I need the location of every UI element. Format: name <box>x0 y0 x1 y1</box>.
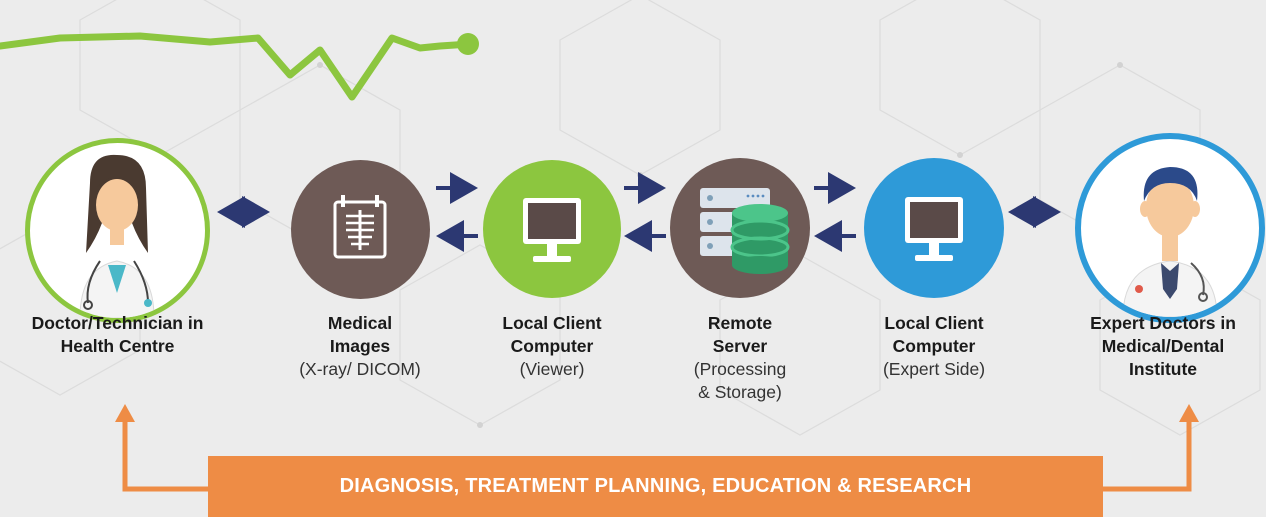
node-local-client-viewer <box>483 160 621 298</box>
node-expert-doctors <box>1075 133 1265 323</box>
outcome-banner: DIAGNOSIS, TREATMENT PLANNING, EDUCATION… <box>208 456 1103 517</box>
banner-text: DIAGNOSIS, TREATMENT PLANNING, EDUCATION… <box>339 475 972 497</box>
xray-icon <box>333 195 387 259</box>
monitor-icon <box>523 198 581 262</box>
label-local-client-expert: Local Client Computer (Expert Side) <box>882 313 986 379</box>
feedback-arrowhead-right <box>1179 404 1199 422</box>
feedback-line-left <box>122 420 212 492</box>
feedback-arrowhead-left <box>115 404 135 422</box>
female-doctor-icon <box>79 154 155 318</box>
label-medical-images: Medical Images (X-ray/ DICOM) <box>299 313 421 379</box>
node-doctor <box>25 138 210 323</box>
label-remote-server: Remote Server (Processing & Storage) <box>693 313 787 402</box>
node-medical-images <box>291 160 430 299</box>
heartbeat-line-icon <box>0 32 479 101</box>
label-local-client-viewer: Local Client Computer (Viewer) <box>502 313 602 379</box>
male-doctor-icon <box>1122 167 1218 317</box>
monitor-icon <box>905 197 963 261</box>
label-expert-doctors: Expert Doctors in Medical/Dental Institu… <box>1090 313 1236 379</box>
node-remote-server <box>670 158 810 298</box>
label-doctor: Doctor/Technician in Health Centre <box>31 313 204 356</box>
feedback-line-right <box>1103 420 1192 492</box>
node-local-client-expert <box>864 158 1004 298</box>
server-database-icon <box>700 188 790 274</box>
